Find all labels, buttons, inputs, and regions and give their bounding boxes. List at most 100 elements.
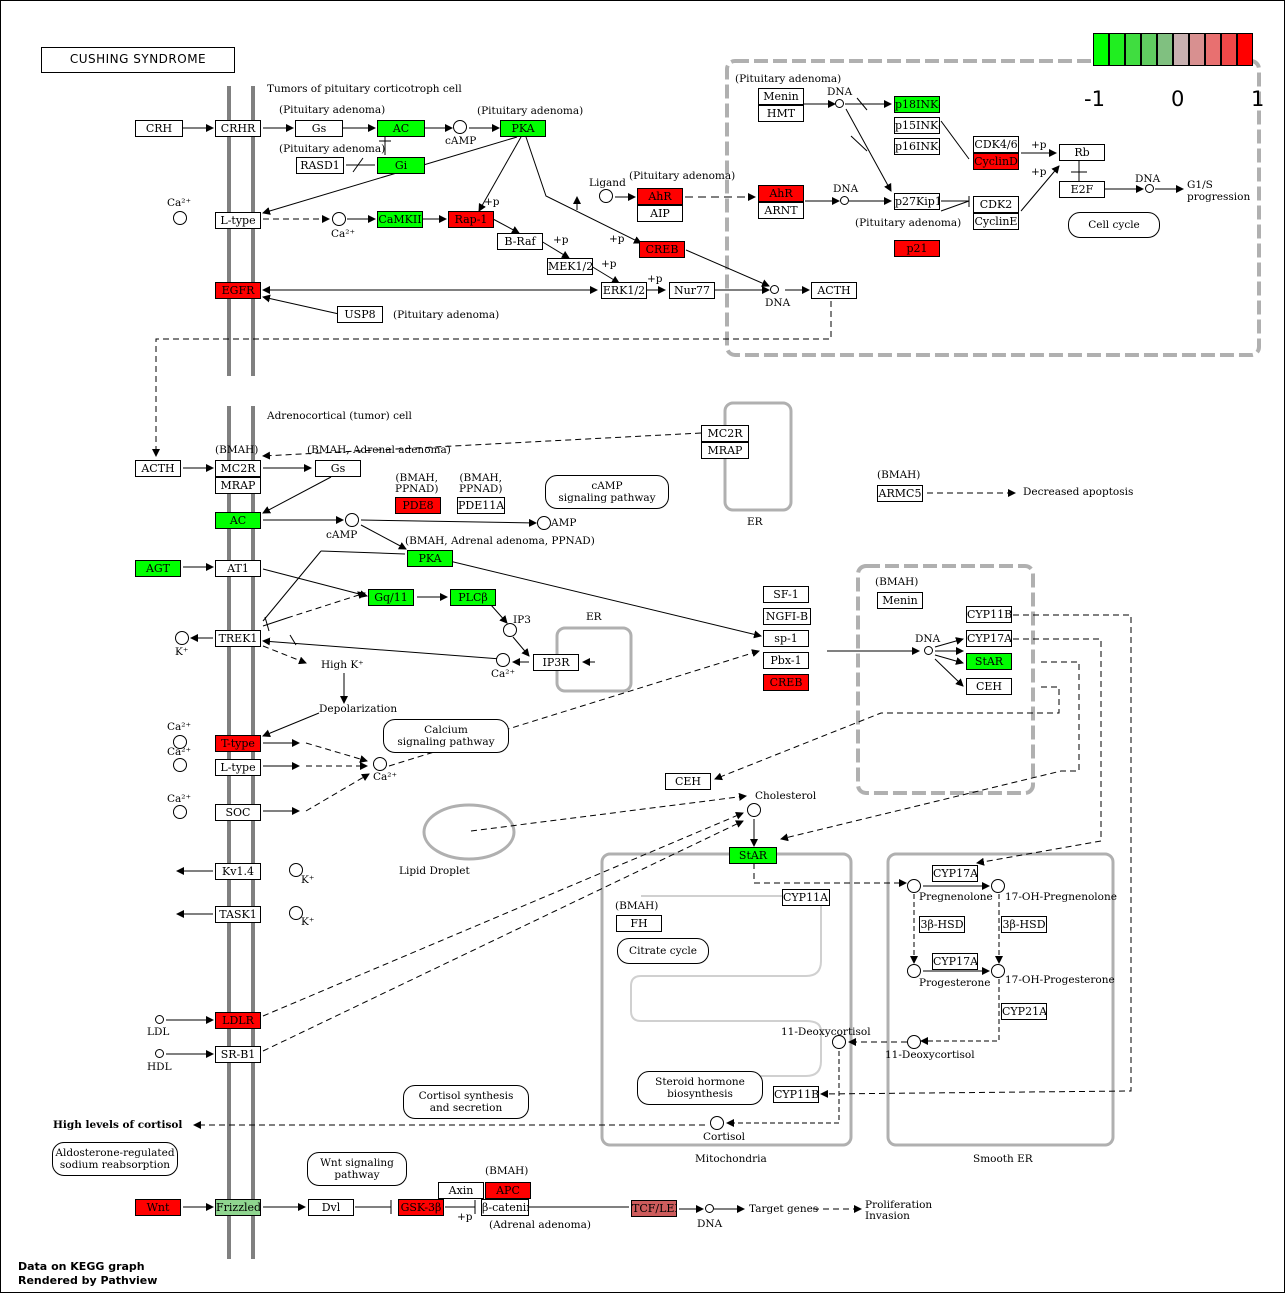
- gene-mrap[interactable]: MRAP: [701, 442, 749, 459]
- gene-tcf-lef[interactable]: TCF/LEF: [631, 1200, 677, 1217]
- gene-agt[interactable]: AGT: [135, 560, 181, 577]
- compound-calcium[interactable]: [173, 758, 187, 772]
- gene-ac[interactable]: AC: [215, 512, 261, 529]
- compound-camp[interactable]: [453, 120, 467, 134]
- compound-17-oh-progesterone[interactable]: [991, 964, 1005, 978]
- gene-braf[interactable]: B-Raf: [497, 233, 543, 250]
- gene-pde11a[interactable]: PDE11A: [457, 497, 505, 514]
- gene-mc2r[interactable]: MC2R: [701, 425, 749, 442]
- gene-at1[interactable]: AT1: [215, 560, 261, 577]
- compound-progesterone[interactable]: [907, 964, 921, 978]
- gene-pbx1[interactable]: Pbx-1: [763, 652, 809, 669]
- gene-gi[interactable]: Gi: [377, 157, 425, 174]
- gene-crhr[interactable]: CRHR: [215, 120, 261, 137]
- gene-pka[interactable]: PKA: [407, 550, 453, 567]
- gene-p18ink4c[interactable]: p18INK4c: [894, 96, 940, 113]
- gene-p16ink4a[interactable]: p16INK4a: [894, 138, 940, 155]
- gene-apc[interactable]: APC: [485, 1182, 531, 1199]
- gene-egfr[interactable]: EGFR: [215, 282, 261, 299]
- gene-l-type[interactable]: L-type: [215, 212, 261, 229]
- compound-pregnenolone[interactable]: [907, 879, 921, 893]
- gene-cyp11a1[interactable]: CYP11A1: [782, 889, 830, 906]
- compound-calcium[interactable]: [173, 805, 187, 819]
- gene-cyp17a1[interactable]: CYP17A1: [966, 630, 1012, 647]
- gene-pka[interactable]: PKA: [500, 120, 546, 137]
- gene-frizzled[interactable]: Frizzled: [215, 1199, 261, 1216]
- gene-ahr[interactable]: AhR: [758, 185, 804, 202]
- gene-cycline[interactable]: CyclinE: [973, 213, 1019, 230]
- gene-acth[interactable]: ACTH: [135, 460, 181, 477]
- gene-ip3r[interactable]: IP3R: [533, 654, 579, 671]
- gene-e2f[interactable]: E2F: [1059, 181, 1105, 198]
- compound-17-oh-pregnenolone[interactable]: [991, 879, 1005, 893]
- gene-pde8[interactable]: PDE8: [395, 497, 441, 514]
- gene-armc5[interactable]: ARMC5: [877, 485, 923, 502]
- gene-ngfib[interactable]: NGFI-B: [763, 608, 811, 625]
- gene-camkii[interactable]: CaMKII: [377, 211, 423, 228]
- compound-calcium[interactable]: [373, 757, 387, 771]
- gene-beta-catenin[interactable]: β-catenin: [481, 1199, 529, 1216]
- gene-cyclind[interactable]: CyclinD: [973, 153, 1019, 170]
- compound-camp[interactable]: [345, 513, 359, 527]
- gene-fh[interactable]: FH: [616, 915, 662, 932]
- gene-usp8[interactable]: USP8: [337, 306, 383, 323]
- compound-cortisol[interactable]: [710, 1116, 724, 1130]
- gene-p27kip1[interactable]: p27Kip1: [894, 193, 940, 210]
- pathway-camp-signaling[interactable]: cAMP signaling pathway: [545, 475, 669, 509]
- pathway-cell-cycle[interactable]: Cell cycle: [1068, 212, 1160, 238]
- compound-cholesterol[interactable]: [747, 803, 761, 817]
- gene-aip[interactable]: AIP: [637, 205, 683, 222]
- gene-ceh[interactable]: CEH: [665, 773, 711, 790]
- gene-p21[interactable]: p21: [894, 240, 940, 257]
- compound-ldl-node[interactable]: [155, 1015, 164, 1024]
- gene-star[interactable]: StAR: [729, 847, 777, 864]
- pathway-citrate-cycle[interactable]: Citrate cycle: [617, 938, 709, 964]
- gene-star[interactable]: StAR: [966, 653, 1012, 670]
- gene-creb[interactable]: CREB: [763, 674, 809, 691]
- gene-sp1[interactable]: sp-1: [763, 630, 809, 647]
- pathway-aldosterone-sodium[interactable]: Aldosterone-regulated sodium reabsorptio…: [52, 1142, 178, 1176]
- gene-ldlr[interactable]: LDLR: [215, 1012, 261, 1029]
- compound-11-deoxycortisol[interactable]: [832, 1035, 846, 1049]
- gene-rap1[interactable]: Rap-1: [448, 211, 494, 228]
- compound-ip3[interactable]: [503, 623, 517, 637]
- gene-cyp17a1[interactable]: CYP17A1: [932, 865, 978, 882]
- gene-cyp17a1[interactable]: CYP17A1: [932, 953, 978, 970]
- gene-kv14[interactable]: Kv1.4: [215, 863, 261, 880]
- gene-creb[interactable]: CREB: [639, 241, 685, 258]
- gene-arnt[interactable]: ARNT: [758, 202, 804, 219]
- gene-nur77[interactable]: Nur77: [669, 282, 715, 299]
- gene-mek12[interactable]: MEK1/2: [547, 258, 593, 275]
- gene-axin[interactable]: Axin: [438, 1182, 484, 1199]
- gene-sf1[interactable]: SF-1: [763, 586, 809, 603]
- gene-trek1[interactable]: TREK1: [215, 630, 261, 647]
- gene-cdk2[interactable]: CDK2: [973, 196, 1019, 213]
- gene-cyp21a[interactable]: CYP21A: [1001, 1003, 1047, 1020]
- pathway-steroid-hormone[interactable]: Steroid hormone biosynthesis: [637, 1071, 763, 1105]
- compound-calcium[interactable]: [496, 653, 510, 667]
- gene-3b-hsd[interactable]: 3β-HSD: [919, 916, 965, 933]
- compound-potassium[interactable]: [175, 631, 189, 645]
- compound-potassium[interactable]: [289, 863, 303, 877]
- gene-l-type[interactable]: L-type: [215, 759, 261, 776]
- compound-calcium[interactable]: [332, 212, 346, 226]
- compound-calcium[interactable]: [173, 735, 187, 749]
- gene-ahr[interactable]: AhR: [637, 188, 683, 205]
- gene-t-type[interactable]: T-type: [215, 735, 261, 752]
- gene-dvl[interactable]: Dvl: [308, 1199, 354, 1216]
- gene-ac[interactable]: AC: [377, 120, 425, 137]
- gene-wnt[interactable]: Wnt: [135, 1199, 181, 1216]
- gene-mc2r[interactable]: MC2R: [215, 460, 261, 477]
- gene-menin[interactable]: Menin: [758, 88, 804, 105]
- compound-hdl-node[interactable]: [155, 1049, 164, 1058]
- gene-ceh[interactable]: CEH: [966, 678, 1012, 695]
- gene-menin[interactable]: Menin: [877, 592, 923, 609]
- pathway-calcium-signaling[interactable]: Calcium signaling pathway: [383, 719, 509, 753]
- gene-gs[interactable]: Gs: [295, 120, 343, 137]
- compound-potassium[interactable]: [289, 906, 303, 920]
- gene-plcb[interactable]: PLCβ: [450, 589, 496, 606]
- gene-gq11[interactable]: Gq/11: [368, 589, 414, 606]
- gene-3b-hsd[interactable]: 3β-HSD: [1001, 916, 1047, 933]
